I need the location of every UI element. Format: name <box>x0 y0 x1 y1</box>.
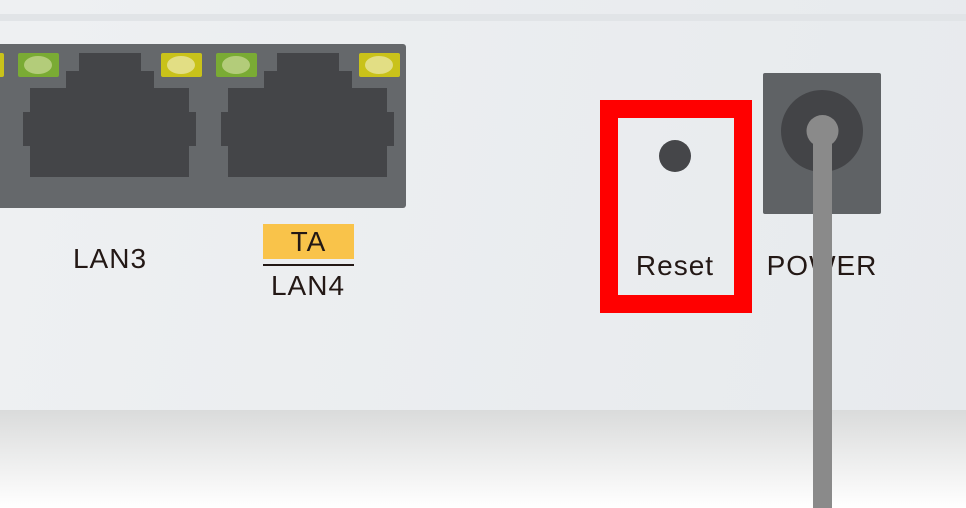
ethernet-port-icon <box>23 53 196 177</box>
reset-label: Reset <box>635 250 715 281</box>
ta-divider <box>263 264 354 266</box>
ta-badge <box>263 224 354 259</box>
reset-button[interactable] <box>659 140 691 172</box>
lan4-port[interactable] <box>216 53 400 177</box>
bottom-shadow-band <box>0 410 966 508</box>
ta-label: TA <box>290 226 327 257</box>
lan3-port[interactable] <box>18 53 202 177</box>
power-jack[interactable] <box>781 90 863 172</box>
ethernet-port-icon <box>221 53 394 177</box>
power-label: POWER <box>766 250 878 281</box>
led-partial <box>0 53 4 77</box>
reset-highlight-box <box>600 100 752 313</box>
lan4-label: LAN4 <box>270 270 346 301</box>
lan3-label: LAN3 <box>72 243 148 274</box>
top-edge <box>0 14 966 21</box>
